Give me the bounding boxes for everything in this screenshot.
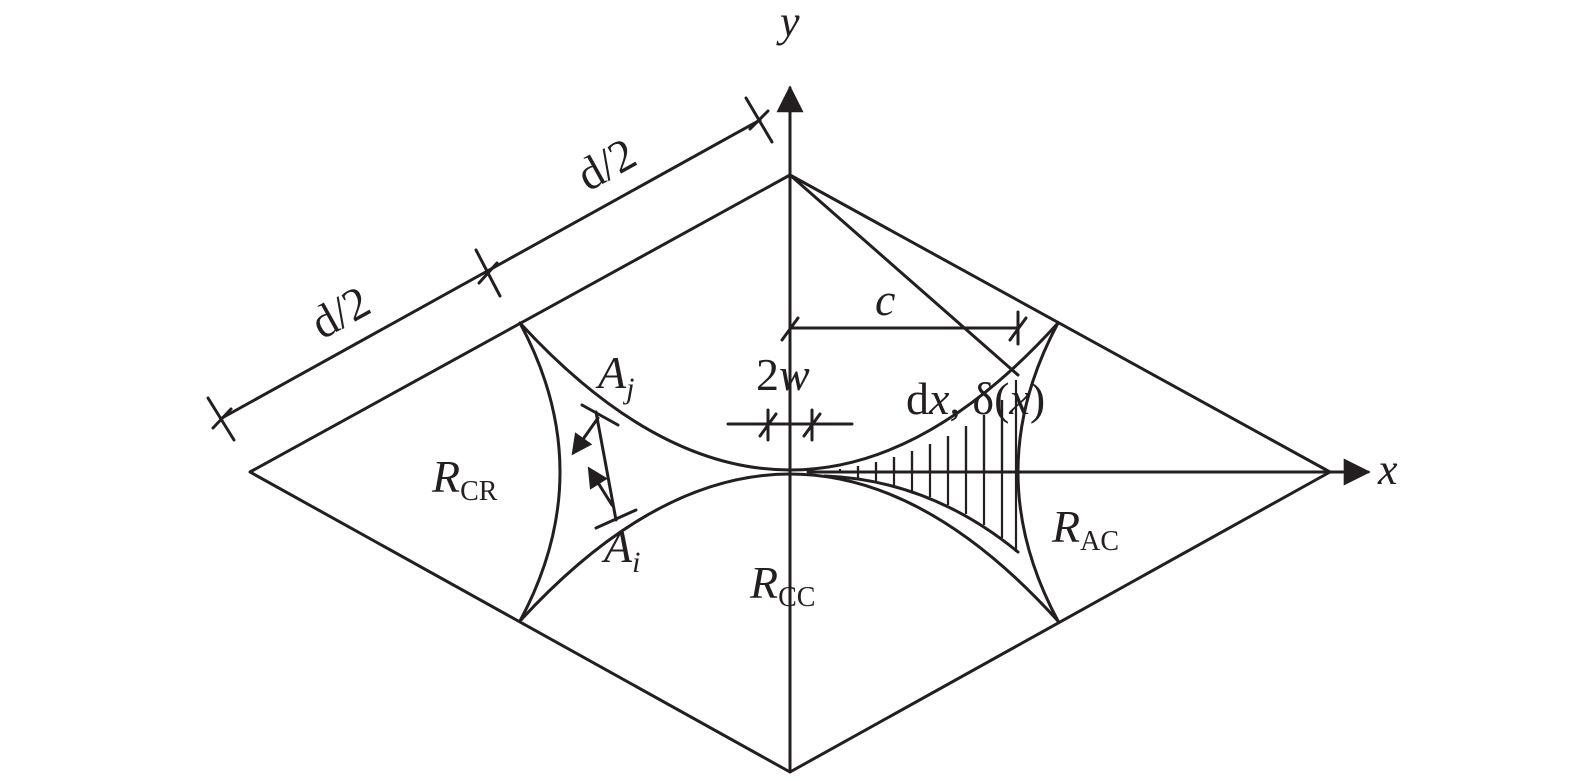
x-axis-label: x <box>1377 445 1398 494</box>
lower-contact-arc <box>518 472 1060 623</box>
2w-dimension-line <box>726 408 854 442</box>
left-side-arc <box>518 321 562 623</box>
c-label: c <box>875 274 895 325</box>
dx-delta-label: dx, δ(x) <box>906 373 1045 424</box>
y-axis-label: y <box>776 0 800 46</box>
region-cr-label: RCR <box>431 451 498 507</box>
c-dimension-line <box>780 310 1028 346</box>
2w-label: 2w <box>756 349 810 400</box>
asperity-interaction <box>571 403 638 530</box>
diagonal-line <box>788 173 1020 377</box>
right-side-arc <box>1016 321 1060 623</box>
asperity-j-label: Aj <box>595 347 634 405</box>
region-ac-label: RAC <box>1051 501 1119 557</box>
d-dimension-line <box>206 96 774 442</box>
upper-contact-arc <box>518 321 1060 472</box>
asperity-i-label: Ai <box>601 521 640 579</box>
hatched-strips <box>823 380 1020 554</box>
region-cc-label: RCC <box>749 557 815 613</box>
